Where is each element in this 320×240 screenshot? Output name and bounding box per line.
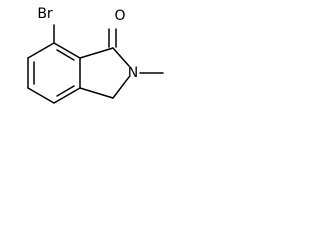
bond-c1-n2 (112, 47, 130, 67)
bond-n2-c3 (112, 76, 130, 99)
bromine-label: Br (37, 6, 53, 22)
bond-c4-c5 (27, 87, 55, 104)
bond-c3a-c4 (53, 87, 81, 104)
bond-c7-c7a (53, 42, 81, 59)
nitrogen-label: N (128, 65, 138, 81)
oxygen-label: O (114, 8, 125, 24)
isoindolinone-structure: Br O N (27, 6, 164, 104)
bond-c7a-c1 (79, 47, 114, 59)
bond-c3-c3a (79, 87, 114, 99)
bond-c6-c7 (27, 42, 55, 59)
bond-c7-c7a-inner (56, 49, 75, 61)
bond-c3a-c4-inner (56, 85, 75, 97)
